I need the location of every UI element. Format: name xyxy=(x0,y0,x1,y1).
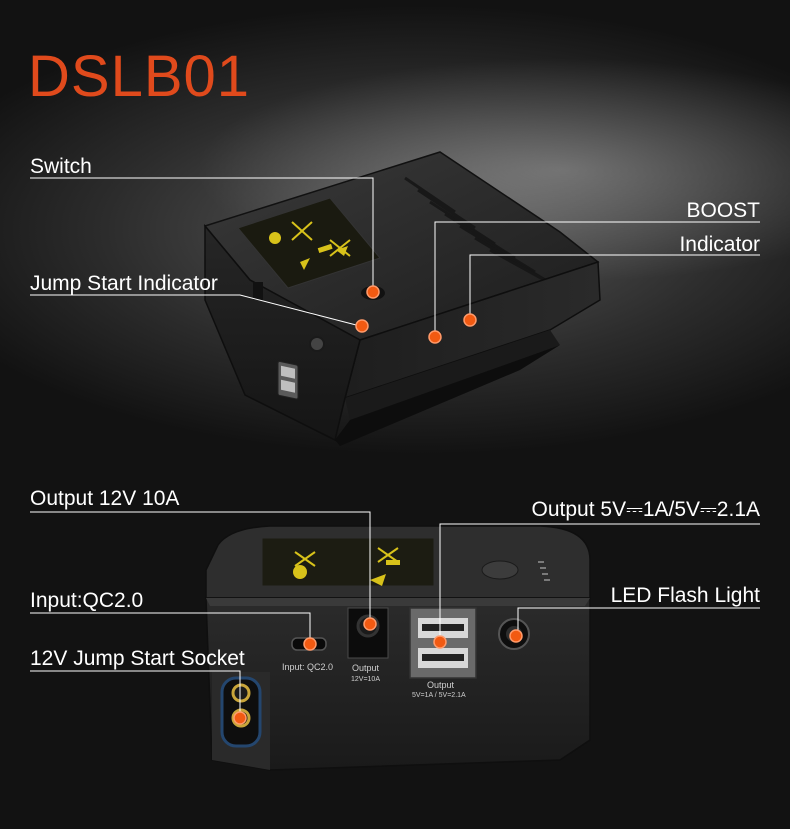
panel-output-spec: 12V=10A xyxy=(351,676,380,683)
label-jump-start-socket: 12V Jump Start Socket xyxy=(30,647,245,670)
output-12v-marker xyxy=(363,617,377,631)
switch-marker xyxy=(366,285,380,299)
label-led-flash-light: LED Flash Light xyxy=(610,584,760,607)
label-output-5v: Output 5V⎓1A/5V⎓2.1A xyxy=(531,498,760,521)
label-input-qc: Input:QC2.0 xyxy=(30,589,144,612)
label-indicator: Indicator xyxy=(679,233,760,256)
jump-start-indicator-marker xyxy=(355,319,369,333)
output-5v-marker xyxy=(433,635,447,649)
led-flash-light-marker xyxy=(509,629,523,643)
panel-usb-output-text: Output xyxy=(427,680,455,690)
panel-output-text: Output xyxy=(352,663,380,673)
panel-usb-spec: 5V=1A / 5V=2.1A xyxy=(412,692,466,699)
callout-dots xyxy=(233,285,523,725)
top-device xyxy=(203,151,601,446)
indicator-marker xyxy=(463,313,477,327)
boost-marker xyxy=(428,330,442,344)
jump-start-socket-marker xyxy=(233,711,247,725)
label-boost: BOOST xyxy=(686,199,760,222)
label-output-12v: Output 12V 10A xyxy=(30,487,180,510)
callout-lines xyxy=(30,177,760,718)
panel-input-text: Input: QC2.0 xyxy=(282,662,333,672)
label-switch: Switch xyxy=(30,155,92,178)
input-qc-marker xyxy=(303,637,317,651)
product-title: DSLB01 xyxy=(28,44,251,109)
label-jump-start-indicator: Jump Start Indicator xyxy=(30,272,218,295)
bottom-device xyxy=(205,525,591,771)
